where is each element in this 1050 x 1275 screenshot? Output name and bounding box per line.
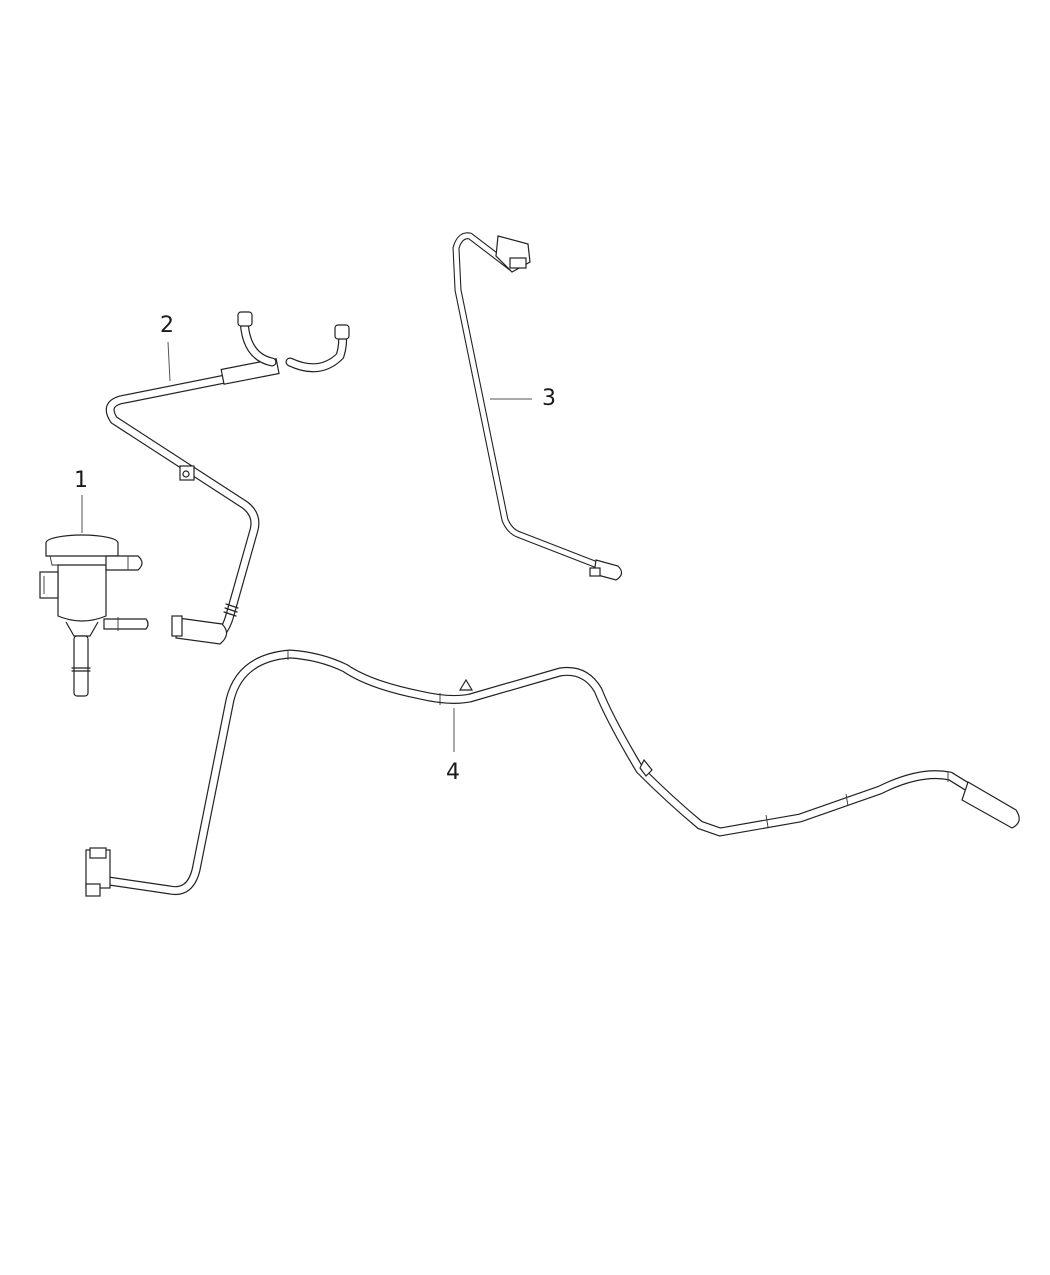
part-2-vapor-hose [105,311,350,645]
part-1-purge-valve [39,495,149,697]
callout-2: 2 [160,313,174,338]
part-3-vapor-tube [452,232,623,581]
callout-3: 3 [542,386,556,411]
callout-4: 4 [446,760,460,785]
callout-1: 1 [74,468,88,493]
part-4-long-vapor-line [85,649,1020,897]
